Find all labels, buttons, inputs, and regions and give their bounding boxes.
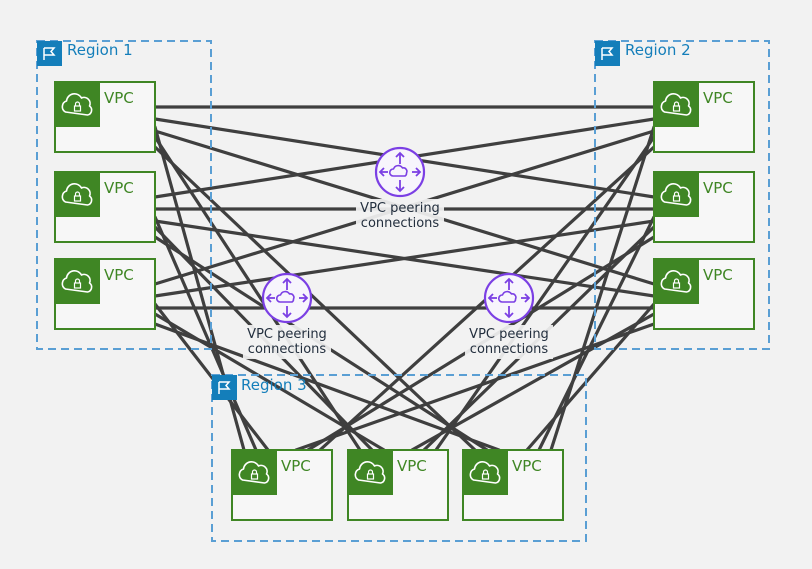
- peering-hub-label-line1: VPC peering: [247, 327, 327, 342]
- vpc-cloud-lock-icon: [348, 450, 393, 495]
- region-flag-icon: [212, 375, 237, 400]
- peering-connection-line: [537, 215, 656, 452]
- peering-connection-line: [153, 322, 501, 452]
- region-3: Region 3: [211, 374, 587, 542]
- peering-router-icon: [261, 272, 313, 324]
- vpc-label: VPC: [703, 266, 733, 284]
- vpc-label: VPC: [703, 89, 733, 107]
- vpc-cloud-lock-icon: [463, 450, 508, 495]
- vpc-a1: VPC: [54, 81, 156, 153]
- region-label: Region 1: [67, 41, 133, 59]
- vpc-b1: VPC: [653, 81, 755, 153]
- vpc-cloud-lock-icon: [232, 450, 277, 495]
- region-flag-icon: [37, 41, 62, 66]
- vpc-label: VPC: [104, 266, 134, 284]
- peering-hub-label-line1: VPC peering: [469, 327, 549, 342]
- peering-router-icon: [483, 272, 535, 324]
- vpc-label: VPC: [703, 179, 733, 197]
- vpc-c2: VPC: [347, 449, 449, 521]
- peering-connection-line: [153, 219, 656, 298]
- vpc-label: VPC: [104, 179, 134, 197]
- region-label: Region 2: [625, 41, 691, 59]
- vpc-cloud-lock-icon: [654, 172, 699, 217]
- region-flag-icon: [595, 41, 620, 66]
- vpc-a2: VPC: [54, 171, 156, 243]
- vpc-label: VPC: [281, 457, 311, 475]
- peering-connection-line: [153, 145, 477, 452]
- peering-connection-line: [153, 302, 270, 452]
- region-label: Region 3: [241, 376, 307, 394]
- vpc-cloud-lock-icon: [654, 259, 699, 304]
- vpc-label: VPC: [512, 457, 542, 475]
- peering-connection-line: [434, 135, 656, 452]
- peering-hub-label-line1: VPC peering: [360, 201, 440, 216]
- vpc-c3: VPC: [462, 449, 564, 521]
- peering-hub-label-line2: connections: [248, 342, 327, 357]
- peering-connection-line: [153, 135, 362, 452]
- vpc-b3: VPC: [653, 258, 755, 330]
- peering-connection-line: [549, 125, 656, 452]
- vpc-cloud-lock-icon: [55, 82, 100, 127]
- region-1: Region 1: [36, 40, 212, 350]
- peering-hub-label-line2: connections: [361, 216, 440, 231]
- peering-router-icon: [374, 146, 426, 198]
- vpc-label: VPC: [397, 457, 427, 475]
- vpc-b2: VPC: [653, 171, 755, 243]
- vpc-label: VPC: [104, 89, 134, 107]
- vpc-group: VPC VPC VPC VPC VPC VPC VPC VPC VPC: [54, 81, 755, 521]
- peering-connection-line: [525, 302, 656, 452]
- peering-connection-line: [410, 312, 656, 452]
- vpc-cloud-lock-icon: [55, 172, 100, 217]
- vpc-a3: VPC: [54, 258, 156, 330]
- peering-hub-label-line2: connections: [470, 342, 549, 357]
- region-2: Region 2: [594, 40, 770, 350]
- peering-connection-line: [294, 322, 656, 452]
- vpc-cloud-lock-icon: [55, 259, 100, 304]
- vpc-c1: VPC: [231, 449, 333, 521]
- vpc-cloud-lock-icon: [654, 82, 699, 127]
